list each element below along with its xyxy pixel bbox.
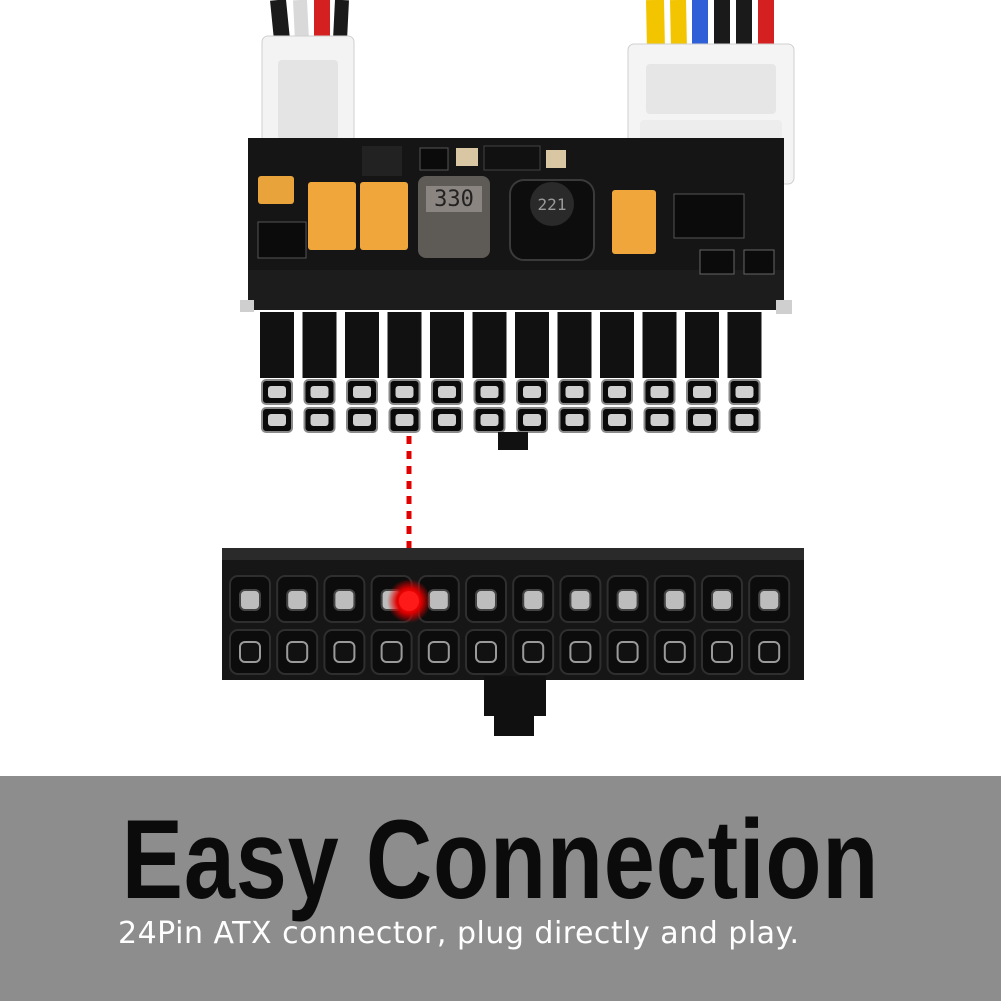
wire-bundle-right xyxy=(646,0,774,51)
caption-banner xyxy=(0,776,1001,1001)
product-photo: 330 221 xyxy=(222,0,804,736)
banner-subtitle: 24Pin ATX connector, plug directly and p… xyxy=(118,916,800,951)
banner-title: Easy Connection xyxy=(121,797,880,922)
svg-text:330: 330 xyxy=(434,187,474,212)
atx-24pin-connector xyxy=(222,548,804,736)
components: 330 221 xyxy=(257,145,775,275)
svg-text:221: 221 xyxy=(538,195,567,214)
highlight-dot xyxy=(387,579,431,623)
wire-bundle-left xyxy=(270,0,349,41)
upper-24pin-header xyxy=(260,312,762,450)
